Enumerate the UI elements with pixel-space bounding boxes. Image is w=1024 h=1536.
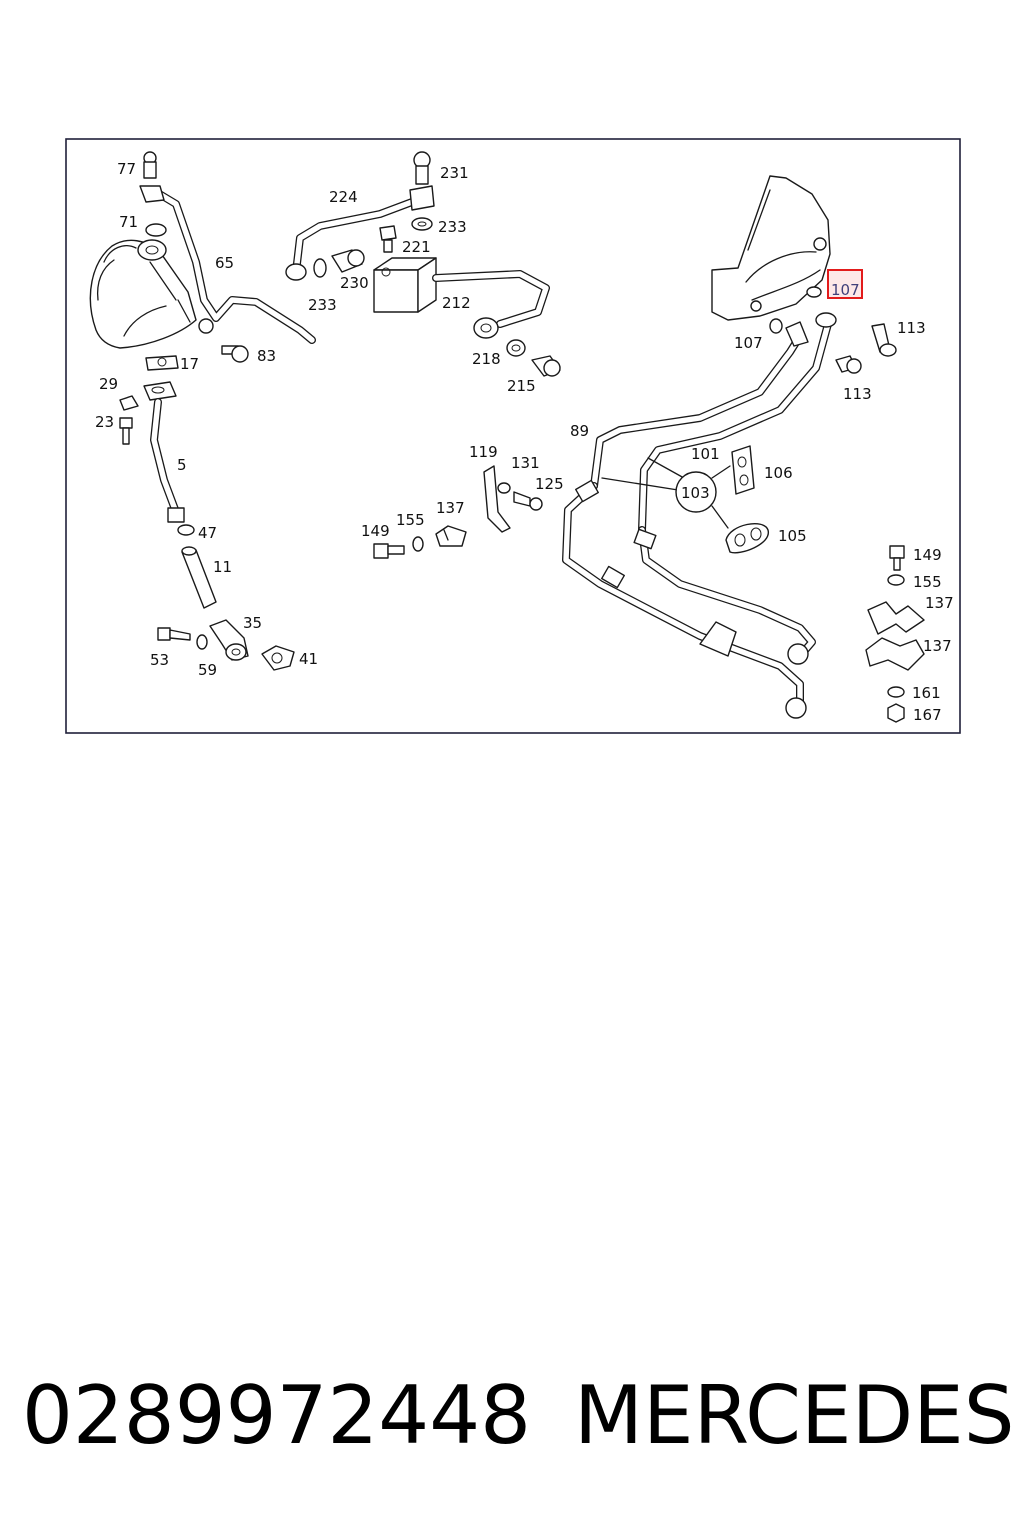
clamp-105 xyxy=(725,522,769,554)
oil-return-pipe-5 xyxy=(143,381,185,523)
pipe-holder-on-lines xyxy=(699,621,737,657)
label-83: 83 xyxy=(257,347,276,365)
label-29: 29 xyxy=(99,375,118,393)
gasket-41 xyxy=(261,645,295,671)
bolt-221 xyxy=(379,225,397,253)
bolt-149-center xyxy=(373,543,405,559)
label-113-upper: 113 xyxy=(897,319,926,337)
washer-155-center xyxy=(412,536,424,552)
bracket-119 xyxy=(483,465,511,533)
cooler-line-101 xyxy=(633,312,837,665)
hose-to-218 xyxy=(432,270,550,339)
clip-137-center xyxy=(435,525,467,547)
label-155-center: 155 xyxy=(396,511,425,529)
label-17: 17 xyxy=(180,355,199,373)
seal-ring-47 xyxy=(177,524,195,536)
label-47: 47 xyxy=(198,524,217,542)
label-23: 23 xyxy=(95,413,114,431)
label-107-highlighted: 107 xyxy=(831,281,860,299)
transmission-housing xyxy=(711,175,831,321)
nut-167 xyxy=(887,703,905,723)
label-59: 59 xyxy=(198,661,217,679)
label-233-lower: 233 xyxy=(308,296,337,314)
distributor-block-212 xyxy=(373,257,437,313)
washer-155-right xyxy=(887,574,905,586)
label-212: 212 xyxy=(442,294,471,312)
bracket-29 xyxy=(119,395,139,411)
bolt-125 xyxy=(513,491,543,511)
label-155-right: 155 xyxy=(913,573,942,591)
label-125: 125 xyxy=(535,475,564,493)
label-233-upper: 233 xyxy=(438,218,467,236)
diagram-frame xyxy=(65,138,961,734)
label-65: 65 xyxy=(215,254,234,272)
label-101: 101 xyxy=(691,445,720,463)
washer-233-lower xyxy=(313,258,327,278)
cooler-line-89 xyxy=(562,321,809,719)
label-167: 167 xyxy=(913,706,942,724)
callout-103 xyxy=(601,457,731,529)
label-35: 35 xyxy=(243,614,262,632)
bolt-83 xyxy=(221,345,249,363)
washer-131 xyxy=(497,482,511,494)
label-137-upper: 137 xyxy=(925,594,954,612)
label-215: 215 xyxy=(507,377,536,395)
oil-feed-line-65 xyxy=(139,151,316,344)
sleeve-11 xyxy=(181,546,217,609)
label-71: 71 xyxy=(119,213,138,231)
label-149-right: 149 xyxy=(913,546,942,564)
label-137-center: 137 xyxy=(436,499,465,517)
washer-59 xyxy=(196,634,208,650)
parts-diagram: 77 231 224 71 233 221 65 233 230 212 107… xyxy=(65,138,961,734)
label-230: 230 xyxy=(340,274,369,292)
label-218: 218 xyxy=(472,350,501,368)
screw-23 xyxy=(119,417,133,445)
seal-ring-107-upper xyxy=(806,286,822,298)
washer-215 xyxy=(506,339,526,357)
label-5: 5 xyxy=(177,456,187,474)
bolt-113-lower xyxy=(835,355,862,374)
label-119: 119 xyxy=(469,443,498,461)
label-221: 221 xyxy=(402,238,431,256)
label-113-lower: 113 xyxy=(843,385,872,403)
clamp-137-upper xyxy=(867,601,925,635)
label-106: 106 xyxy=(764,464,793,482)
bolt-113-upper xyxy=(871,323,897,357)
label-41: 41 xyxy=(299,650,318,668)
washer-161 xyxy=(887,686,905,698)
gasket-17 xyxy=(145,355,179,371)
highlight-box xyxy=(827,269,863,299)
label-103: 103 xyxy=(681,484,710,502)
bolt-149-right xyxy=(889,545,905,571)
label-77: 77 xyxy=(117,160,136,178)
part-number-text: 0289972448 xyxy=(22,1369,531,1462)
label-131: 131 xyxy=(511,454,540,472)
banjo-bolt-215 xyxy=(531,355,561,377)
label-89: 89 xyxy=(570,422,589,440)
brand-text: MERCEDES xyxy=(574,1369,1015,1462)
banjo-bolt-230 xyxy=(331,249,365,273)
label-149-center: 149 xyxy=(361,522,390,540)
turbocharger-drawing xyxy=(89,239,197,349)
screw-53 xyxy=(157,627,191,641)
label-107: 107 xyxy=(734,334,763,352)
label-105: 105 xyxy=(778,527,807,545)
clamp-106 xyxy=(731,445,755,495)
washer-233-upper xyxy=(411,217,433,231)
label-53: 53 xyxy=(150,651,169,669)
oil-line-224 xyxy=(285,151,435,281)
label-137-lower: 137 xyxy=(923,637,952,655)
elbow-35 xyxy=(209,619,249,661)
label-11: 11 xyxy=(213,558,232,576)
label-161: 161 xyxy=(912,684,941,702)
label-224: 224 xyxy=(329,188,358,206)
seal-ring-107-lower xyxy=(769,318,783,334)
label-231: 231 xyxy=(440,164,469,182)
clamp-137-lower xyxy=(865,637,925,671)
